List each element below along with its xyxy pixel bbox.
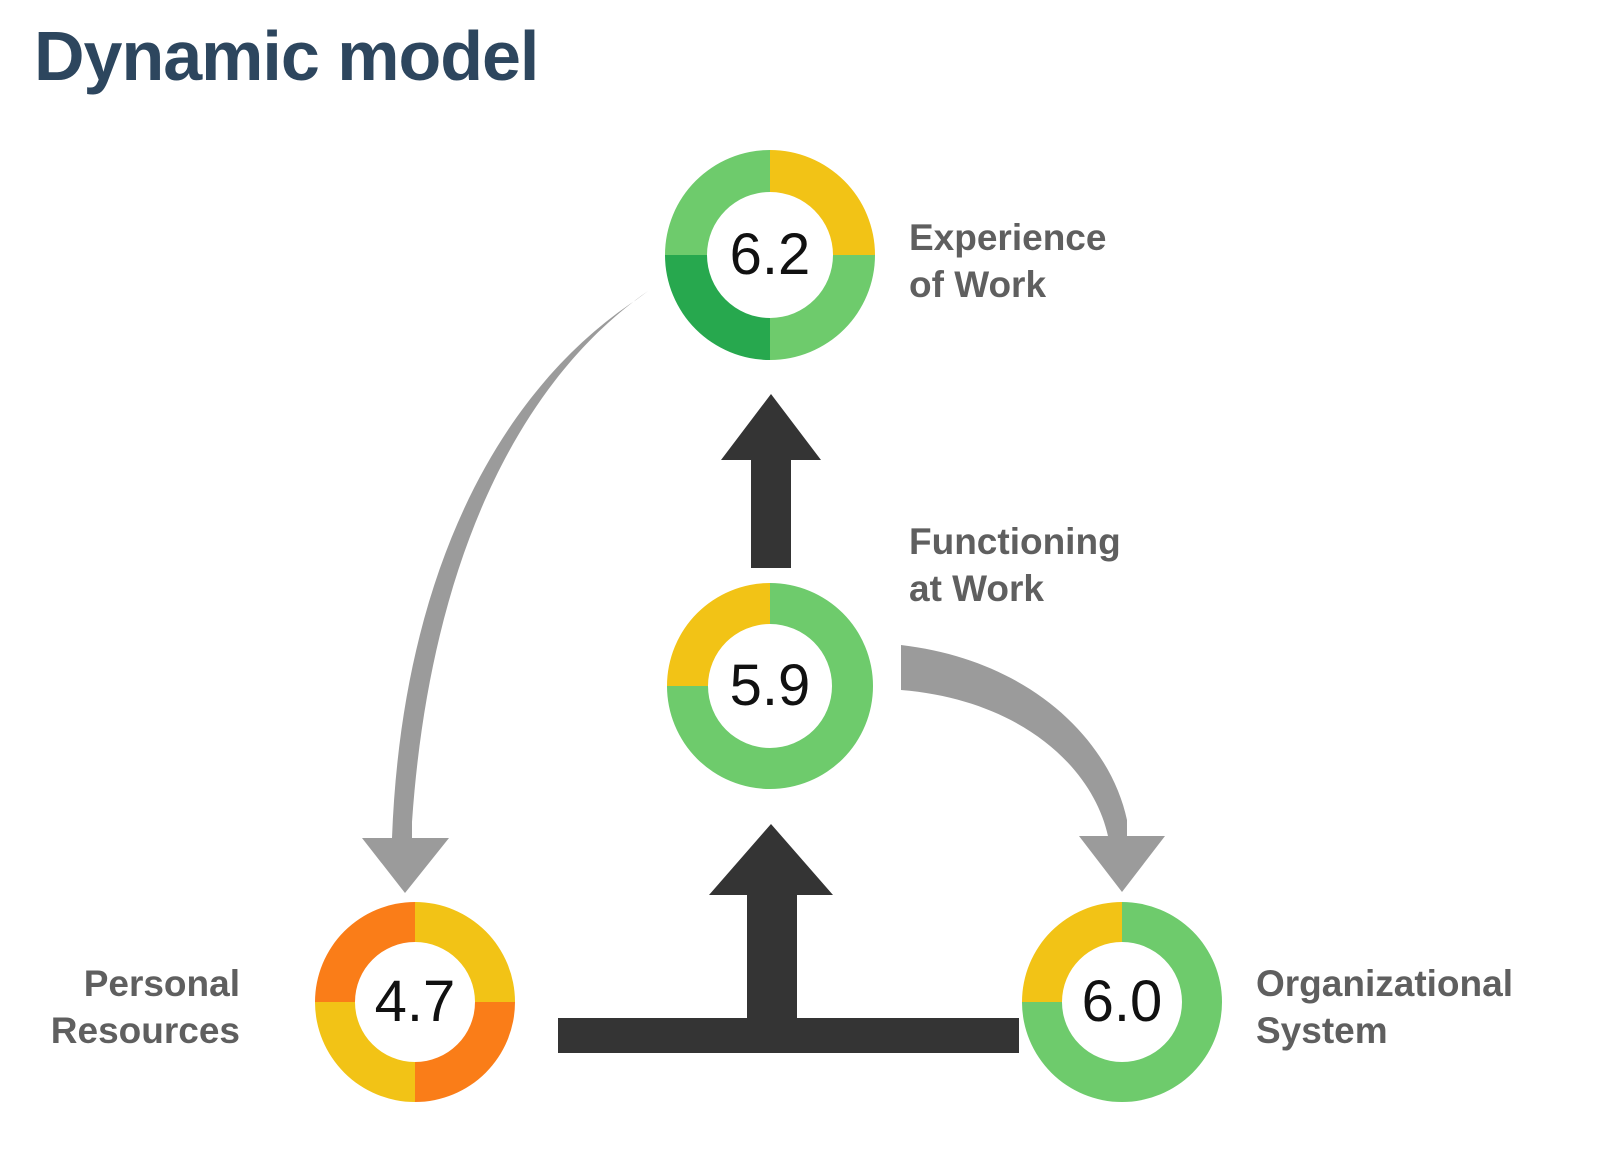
donut-organizational-system[interactable] [1022,902,1222,1102]
donut-segment-top-left [1022,902,1122,1002]
donut-segment-top-right [1122,902,1222,1002]
donut-segment-top-right [770,583,873,686]
donut-segment-top-left [315,902,415,1002]
page-title: Dynamic model [34,17,539,95]
donut-value-organizational-system: 6.0 [1081,969,1163,1034]
donut-segment-bottom-left [315,1002,415,1102]
node-label-organizational-system: Organizational System [1256,963,1513,1052]
connector-functioning-to-experience [721,394,821,568]
connector-resources-and-system-to-functioning [558,824,1019,1053]
donut-segment-top-right [415,902,515,1002]
donut-value-experience-of-work: 6.2 [729,222,811,287]
donut-segment-bottom-left [1022,1002,1122,1102]
donut-segment-top-right [770,150,875,255]
donut-segment-bottom-right [770,686,873,789]
node-label-experience-of-work: Experience of Work [909,217,1107,306]
donut-segment-top-left [667,583,770,686]
donut-experience-of-work[interactable] [665,150,875,360]
connector-experience-to-personal [362,291,648,893]
donut-segment-bottom-right [770,255,875,360]
donut-functioning-at-work[interactable] [667,583,873,789]
donut-value-personal-resources: 4.7 [374,969,456,1034]
donut-segment-top-left [665,150,770,255]
donut-personal-resources[interactable] [315,902,515,1102]
donut-segment-bottom-right [1122,1002,1222,1102]
donut-segment-bottom-left [667,686,770,789]
donut-segment-bottom-left [665,255,770,360]
donut-value-functioning-at-work: 5.9 [729,653,811,718]
connector-functioning-to-organizational [901,645,1165,892]
donut-segment-bottom-right [415,1002,515,1102]
node-label-functioning-at-work: Functioning at Work [909,521,1121,610]
node-label-personal-resources: Personal Resources [50,963,240,1052]
